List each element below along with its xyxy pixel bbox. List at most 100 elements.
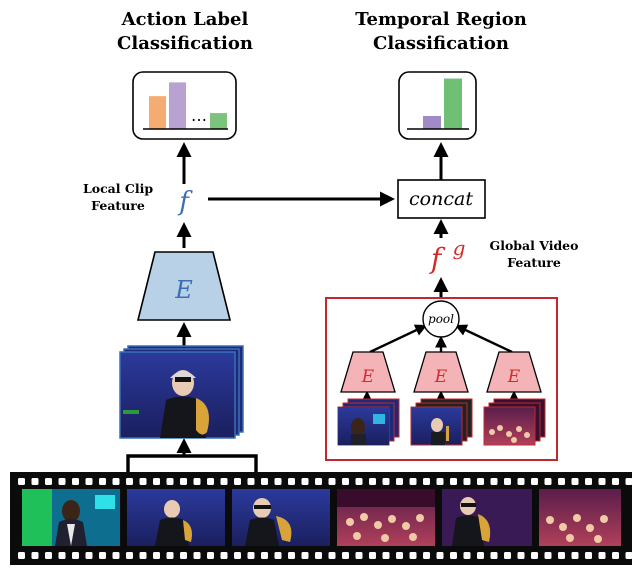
- film-sprocket-bottom: [585, 552, 592, 559]
- film-sprocket-top: [585, 478, 592, 485]
- film-sprocket-top: [544, 478, 552, 485]
- film-sprocket-bottom: [126, 552, 133, 559]
- film-sprocket-bottom: [504, 552, 511, 559]
- film-sprocket-top: [58, 478, 66, 485]
- film-sprocket-top: [477, 478, 484, 485]
- film-sprocket-bottom: [436, 552, 444, 559]
- film-sprocket-bottom: [571, 552, 579, 559]
- film-sprocket-bottom: [99, 552, 106, 559]
- film-sprocket-top: [612, 478, 619, 485]
- pool-node: [422, 300, 460, 338]
- global-video-module: pool E E E: [325, 297, 558, 461]
- film-sprocket-top: [328, 478, 336, 485]
- film-sprocket-bottom: [31, 552, 39, 559]
- global-clip-stack-1: [337, 398, 400, 446]
- film-sprocket-top: [85, 478, 93, 485]
- film-sprocket-bottom: [463, 552, 471, 559]
- film-sprocket-bottom: [517, 552, 525, 559]
- film-frame-4: [337, 489, 435, 546]
- film-sprocket-top: [490, 478, 498, 485]
- film-sprocket-bottom: [261, 552, 268, 559]
- film-sprocket-bottom: [369, 552, 376, 559]
- film-sprocket-top: [625, 478, 633, 485]
- arrow-enc3-to-pool: [454, 324, 513, 354]
- global-clip-stack-2: [410, 398, 473, 446]
- film-frame-2: [127, 489, 225, 546]
- film-sprocket-top: [396, 478, 403, 485]
- film-sprocket-top: [558, 478, 565, 485]
- film-sprocket-top: [450, 478, 457, 485]
- film-frame-5: [442, 489, 532, 546]
- film-sprocket-top: [274, 478, 282, 485]
- film-sprocket-bottom: [598, 552, 606, 559]
- global-encoder-3-shape: [486, 351, 542, 393]
- film-frames: [22, 489, 621, 546]
- film-sprocket-top: [504, 478, 511, 485]
- film-strip: [10, 472, 633, 565]
- film-sprocket-bottom: [18, 552, 25, 559]
- film-sprocket-top: [31, 478, 39, 485]
- film-sprocket-top: [112, 478, 120, 485]
- film-sprocket-top: [423, 478, 430, 485]
- local-encoder-label: E: [174, 276, 193, 304]
- action-histogram-bar-3: [210, 113, 227, 129]
- film-sprocket-bottom: [72, 552, 79, 559]
- film-sprocket-bottom: [139, 552, 147, 559]
- film-sprocket-top: [382, 478, 390, 485]
- film-sprocket-top: [45, 478, 52, 485]
- global-encoder-2-shape: [413, 351, 469, 393]
- film-sprocket-top: [288, 478, 295, 485]
- film-sprocket-top: [153, 478, 160, 485]
- local-feature-symbol: f: [177, 187, 193, 217]
- film-sprocket-top: [355, 478, 363, 485]
- temporal-region-histogram: [398, 71, 477, 140]
- arrow-enc1-to-pool: [369, 324, 428, 354]
- local-encoder: E: [136, 251, 232, 321]
- film-sprocket-bottom: [166, 552, 174, 559]
- film-sprocket-bottom: [85, 552, 93, 559]
- film-sprocket-bottom: [396, 552, 403, 559]
- global-encoder-1: E: [340, 351, 396, 393]
- film-sprocket-top: [517, 478, 525, 485]
- film-sprocket-top: [166, 478, 174, 485]
- global-encoder-2: E: [413, 351, 469, 393]
- global-video-frame: [325, 297, 558, 461]
- film-sprocket-top: [598, 478, 606, 485]
- film-sprocket-bottom: [234, 552, 241, 559]
- film-sprocket-bottom: [450, 552, 457, 559]
- temporal-histogram-bar-1: [423, 116, 441, 129]
- pool-label: pool: [428, 312, 454, 326]
- film-sprocket-bottom: [207, 552, 214, 559]
- film-sprocket-top: [342, 478, 349, 485]
- film-sprocket-bottom: [355, 552, 363, 559]
- film-sprocket-top: [369, 478, 376, 485]
- concat-box: [397, 179, 486, 219]
- film-sprocket-bottom: [382, 552, 390, 559]
- film-sprocket-top: [463, 478, 471, 485]
- film-sprocket-top: [409, 478, 417, 485]
- temporal-title-line2: Classification: [373, 33, 509, 54]
- film-sprocket-top: [126, 478, 133, 485]
- local-encoder-shape: [136, 251, 232, 321]
- global-label-line1: Global Video: [489, 238, 579, 253]
- global-label-line2: Feature: [507, 255, 561, 270]
- global-encoder-3-label: E: [507, 367, 521, 387]
- film-sprocket-bottom: [625, 552, 633, 559]
- film-sprocket-top: [18, 478, 25, 485]
- global-encoder-2-label: E: [434, 367, 448, 387]
- film-sprocket-top: [571, 478, 579, 485]
- arrows: [126, 142, 449, 472]
- action-title-line2: Classification: [117, 33, 253, 54]
- action-title-line1: Action Label: [121, 9, 249, 30]
- film-frame-3: [232, 489, 330, 546]
- global-feature-superscript: g: [453, 236, 466, 260]
- film-sprocket-bottom: [247, 552, 255, 559]
- action-histogram-ellipsis: …: [191, 106, 207, 125]
- film-sprocket-bottom: [193, 552, 201, 559]
- film-sprocket-bottom: [328, 552, 336, 559]
- global-feature-base: f: [429, 242, 446, 275]
- global-feature-symbol: f g: [429, 236, 466, 275]
- film-frame-6: [539, 489, 621, 546]
- film-sprocket-bottom: [477, 552, 484, 559]
